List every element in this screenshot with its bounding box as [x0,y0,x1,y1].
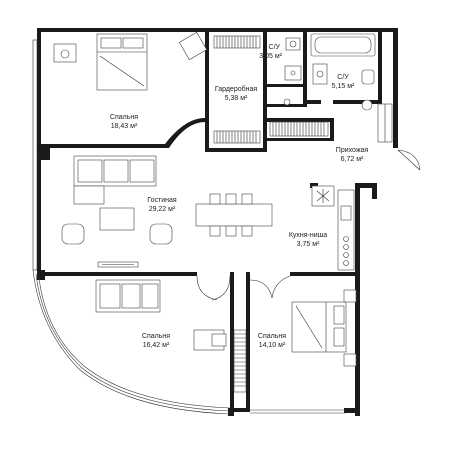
room-name-hallway: Прихожая [336,147,369,154]
wardrobe-racks [213,35,261,144]
room-name-bedroom-3: Спальня [258,333,286,340]
room-name-bedroom-1: Спальня [110,114,138,121]
bedroom-3-furniture [249,275,357,367]
bathroom-1-fixtures [283,37,302,106]
room-name-bedroom-2: Спальня [142,333,170,340]
room-area-bedroom-3: 14,10 м² [259,342,286,349]
bedroom-2-furniture [95,275,247,393]
room-area-bedroom-1: 18,43 м² [111,123,138,130]
curved-facade [32,269,345,415]
room-area-wardrobe: 5,38 м² [225,95,248,102]
walls [32,28,398,416]
bathroom-2-fixtures [310,33,376,111]
bedroom-1-furniture [53,31,208,91]
room-area-hallway: 6,72 м² [341,156,364,163]
room-area-bathroom-2: 5,15 м² [332,83,355,90]
room-name-living: Гостиная [147,197,177,204]
room-area-bathroom-1: 3,05 м² [259,53,282,60]
room-name-kitchen: Кухня-ниша [289,232,327,239]
room-name-bathroom-2: С/У [337,74,349,81]
room-name-wardrobe: Гардеробная [215,85,258,93]
room-area-living: 29,22 м² [149,206,176,213]
kitchen-fixtures [311,185,355,271]
living-room-furniture [61,155,273,268]
hallway-closet [269,103,421,171]
room-area-bedroom-2: 16,42 м² [143,342,170,349]
room-name-bathroom-1: С/У [269,44,281,51]
room-area-kitchen: 3,75 м² [297,241,320,248]
